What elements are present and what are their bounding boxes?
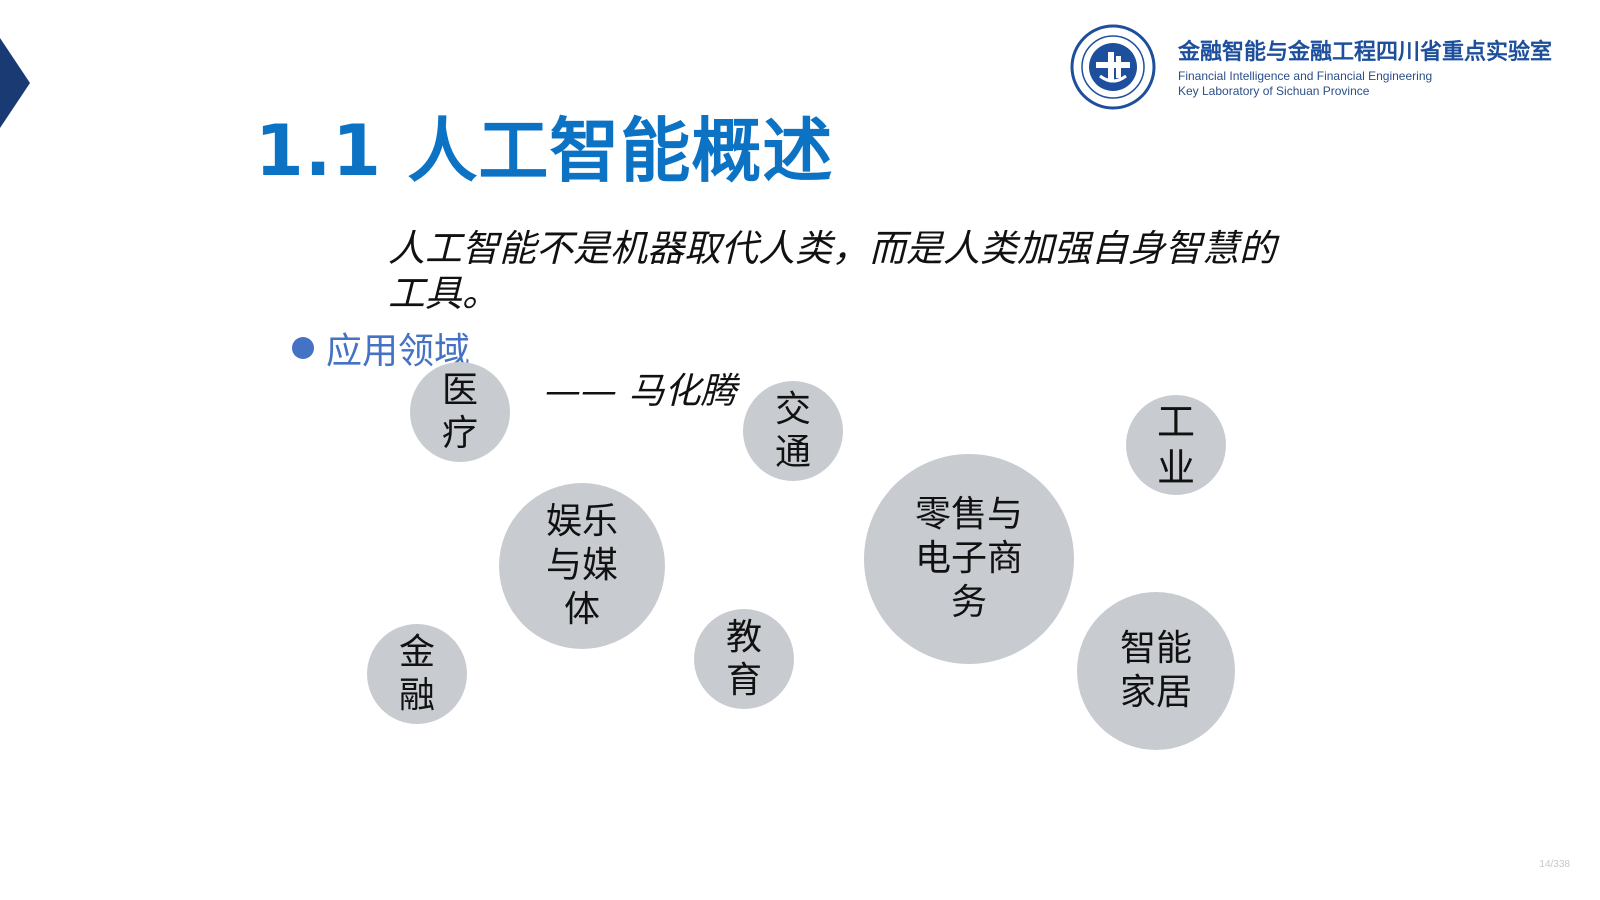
bullet-dot-icon xyxy=(292,337,314,359)
bubble-medical: 医疗 xyxy=(410,362,510,462)
bubble-retail-ecommerce: 零售与电子商务 xyxy=(864,454,1074,664)
quote-text: 人工智能不是机器取代人类，而是人类加强自身智慧的工具。 xyxy=(388,227,1276,315)
bubble-label: 娱乐与媒体 xyxy=(545,501,618,630)
bubble-label: 零售与电子商务 xyxy=(914,494,1023,623)
bubble-education: 教育 xyxy=(694,609,794,709)
bubble-label: 金融 xyxy=(398,632,435,716)
bubble-label: 工业 xyxy=(1156,400,1195,490)
bubble-label: 智能家居 xyxy=(1119,628,1192,713)
bubble-label: 交通 xyxy=(774,389,811,473)
slide-title: 1.1 人工智能概述 xyxy=(255,110,834,192)
lab-logo: 金融智能与金融工程四川省重点实验室 Financial Intelligence… xyxy=(1070,24,1590,110)
bubble-finance: 金融 xyxy=(367,624,467,724)
corner-chevron-icon xyxy=(0,38,30,128)
lab-name-chinese: 金融智能与金融工程四川省重点实验室 xyxy=(1178,40,1553,65)
university-seal-icon xyxy=(1070,24,1156,110)
lab-name-english-line2: Key Laboratory of Sichuan Province xyxy=(1178,84,1370,98)
lab-name-english: Financial Intelligence and Financial Eng… xyxy=(1178,69,1432,99)
bubble-entertainment-media: 娱乐与媒体 xyxy=(499,483,665,649)
bubble-industry: 工业 xyxy=(1126,395,1226,495)
bubble-label: 教育 xyxy=(725,617,762,701)
quote-attribution: —— 马化腾 xyxy=(545,371,737,412)
bubble-transport: 交通 xyxy=(743,381,843,481)
lab-name-english-line1: Financial Intelligence and Financial Eng… xyxy=(1178,69,1433,83)
bubble-smart-home: 智能家居 xyxy=(1077,592,1235,750)
page-number: 14/338 xyxy=(1539,859,1570,870)
bubble-label: 医疗 xyxy=(441,370,478,454)
